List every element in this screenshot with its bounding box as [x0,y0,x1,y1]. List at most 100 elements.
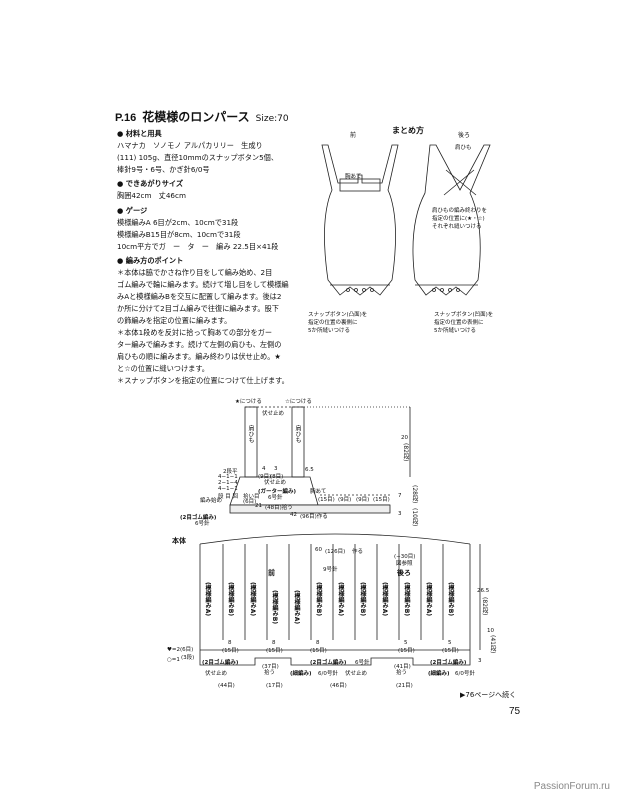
pattern-b-label: (模様編みB) [271,590,278,625]
knit-start-label: 編み始め [200,498,223,504]
col-width: 8 [272,640,276,646]
points-line: ター編みで編みます。続けて左側の肩ひも、左側の [117,340,282,349]
pattern-a-label: (模様編みA) [381,582,388,617]
width21-stitches: (48目)拾う [265,505,293,511]
dec-row: 4−1−1 [218,474,238,480]
seven-rows: (28段) [411,485,418,504]
garter-needle: 6号針 [268,495,283,501]
col-stitches-back: (15目) [442,648,459,654]
strap-bib-diagram [229,406,412,514]
crochet2-hook: 6/0号針 [455,671,475,677]
width21: 21 [255,503,262,509]
finished-line: 胸囲42cm 丈46cm [117,191,186,200]
bind-off-bottom: 伏せ止め [205,671,228,677]
center-width-stitches: (8目) [270,474,284,480]
bib-label: 胸あて [345,174,362,180]
front-label: 前 [350,132,357,139]
strap-note-line: 指定の位置に(★・☆) [432,216,485,222]
ten-value: 10 [487,628,494,634]
col-stitches-back: (15目) [398,648,415,654]
back-body-label: 後ろ [397,569,411,577]
points-line: ＊本体1段めを反対に拾って胸あての部分をガー [117,328,273,337]
ten-rows: (10段) [411,508,418,527]
dec-row: 段 目 回 [218,494,238,500]
crochet-hook: 6/0号針 [318,671,338,677]
col-width: 8 [316,640,320,646]
strap-note-line: 肩ひもの編み終わりを [432,208,488,214]
rib-center-label: (2目ゴム編み) [310,660,347,666]
fifteen-stitches-2: (15目) [373,497,390,503]
snap-note-line: スナップボタン(凹面)を [434,312,494,318]
gauge-line: 模様編みB15目が8cm、10cmで31段 [117,230,241,239]
body-height-rows: (82段) [481,597,488,616]
gather-note: 図参照 [396,561,413,567]
strap-note-line: それぞれ縫いつける [432,224,482,230]
points-line: ゴム編みで輪に編みます。続けて増し目をして模様編 [117,280,289,289]
col-stitches: (15目) [222,648,239,654]
finished-size-section: できあがりサイズ 胸囲42cm 丈46cm [117,178,289,202]
points-line: ＊スナップボタンを指定の位置につけて仕上げます。 [117,376,289,385]
side-height: 6.5 [305,467,314,473]
front-snap-note: スナップボタン(凸面)を 指定の位置の裏側に 5か所縫いつける [308,310,367,334]
points-line: ＊本体は脇でかさね作り目をして編み始め、2目 [117,268,273,277]
crochet2-label: (細編み) [428,671,450,677]
strap-width-stitches: (9目) [258,474,272,480]
pattern-a-label: (模様編みA) [249,582,256,617]
width60: 60 [315,547,322,553]
points-line: か所に分けて2目ゴム編みで往復に編みます。股下 [117,304,279,313]
pick-up-label: 拾い目 [243,494,260,500]
strap-note: 肩ひもの編み終わりを 指定の位置に(★・☆) それぞれ縫いつける [432,206,487,230]
materials-heading: 材料と用具 [117,128,289,140]
strap-label: 肩ひも [455,145,472,151]
star-attach-label: ★につける [235,399,262,405]
dec-row: 2−1−4 [218,480,238,486]
heart-legend: ♥=2(6目) [167,647,194,653]
materials-line: 棒針9号・6号、かぎ針6/0号 [117,165,210,174]
crochet-label: (細編み) [290,671,312,677]
strap-width: 4 [262,466,266,472]
six-stitches: (6目) [243,499,257,505]
pattern-a-label: (模様編みA) [337,582,344,617]
continued-note: ▶76ページへ続く [460,691,517,699]
page-title: 花模様のロンパース [142,110,250,124]
nine-stitches-1: (9目) [338,497,352,503]
body-height: 26.5 [477,588,490,594]
front-body-label: 前 [268,569,275,577]
body-diagram [199,533,481,666]
assembly-illustration [321,144,491,296]
page-title-row: P.16 花模様のロンパース Size:70 [115,108,289,125]
points-heading: 編み方のポイント [117,255,289,267]
nine-stitches-2: (9目) [356,497,370,503]
pick-label: 拾う [396,670,408,676]
st37-label: (37目) [262,664,279,670]
points-line: の飾編みを指定の位置に編みます。 [117,316,232,325]
front-romper-drawing [321,144,399,296]
page-reference: P.16 [115,112,137,124]
materials-section: 材料と用具 ハマナカ ソノモノ アルパカリリー 生成り (111) 105g、直… [117,128,289,176]
col-stitches: (15目) [266,648,283,654]
decrease-label: 2段平 [223,469,238,475]
strap-label-right: 肩ひも [294,425,301,443]
pattern-b-label: (模様編みB) [227,582,234,617]
center-width: 3 [274,466,278,472]
rib-three: 3 [478,658,482,664]
col-width-back: 5 [448,640,452,646]
bind-off-label: 伏せ止め [262,411,285,417]
col-width-back: 5 [404,640,408,646]
pattern-b-label: (模様編みB) [359,582,366,617]
w17-label: (17目) [266,683,283,689]
bib-diagram-label: 胸あて [310,489,327,495]
back-label: 後ろ [458,132,471,139]
snap-note-line: 5か所縫いつける [308,328,350,334]
st41-label: (41目) [394,664,411,670]
pattern-b-label: (模様編みB) [403,582,410,617]
gauge-line: 10cm平方でガ ー タ ー 編み 22.5目×41段 [117,242,279,251]
w44-label: (44目) [218,683,235,689]
strap-label-left: 肩ひも [247,425,254,443]
height-value: 20 [401,435,408,441]
rib-needle: 6号針 [195,521,210,527]
body-label: 本体 [172,537,186,545]
materials-line: ハマナカ ソノモノ アルパカリリー 生成り [117,141,263,150]
col-width: 8 [228,640,232,646]
fifteen-stitches-1: (15目) [318,497,335,503]
